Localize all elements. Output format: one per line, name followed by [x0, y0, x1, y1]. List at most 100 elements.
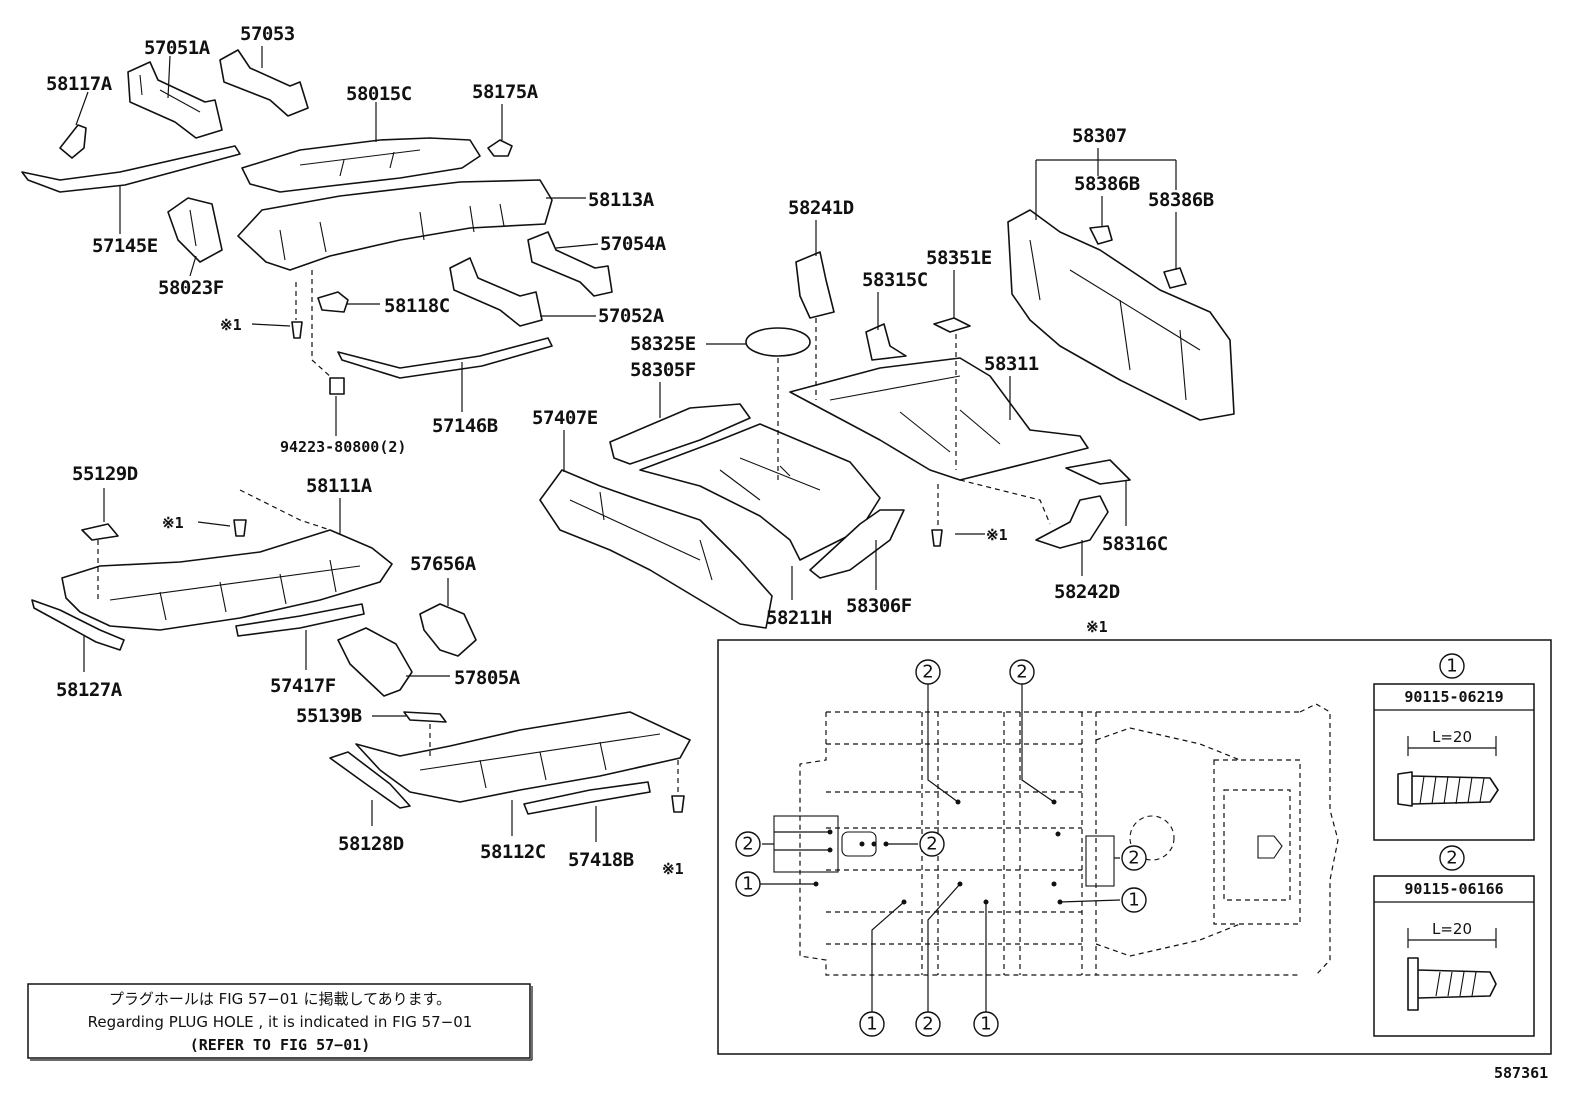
note-line-jp: プラグホールは FIG 57−01 に掲載してあります。: [109, 990, 451, 1008]
part-58316c: [1065, 459, 1131, 485]
svg-text:2: 2: [922, 662, 933, 683]
fastener-2-part-number: 90115-06166: [1404, 880, 1503, 898]
svg-text:2: 2: [922, 1014, 933, 1035]
inset-panel: 2 2 2 2 2 1 1 1 2 1 1 90115-06219 L=20 2: [717, 639, 1552, 1055]
part-58305f: [609, 403, 751, 465]
label-57054a: 57054A: [600, 233, 667, 255]
label-57052a: 57052A: [598, 305, 665, 327]
part-58241d: [795, 251, 835, 319]
part-58351e: [933, 317, 971, 333]
part-57052a: [449, 257, 543, 327]
part-57051a-detail: [139, 74, 201, 113]
asterisk-mark: ※1: [162, 514, 184, 532]
label-57407e: 57407E: [532, 407, 598, 429]
svg-text:1: 1: [980, 1014, 991, 1035]
label-58211h: 58211H: [766, 607, 832, 629]
fastener-1-part-number: 90115-06219: [1404, 688, 1503, 706]
inset-callout-leaders: [760, 684, 1121, 1012]
fastener-2-id: 2: [1446, 848, 1457, 869]
part-58117a: [59, 124, 87, 159]
part-58307: [1007, 209, 1235, 421]
part-58118c: [317, 291, 349, 313]
label-58117a: 58117A: [46, 73, 113, 95]
label-58128d: 58128D: [338, 833, 404, 855]
label-58386b-a: 58386B: [1074, 173, 1140, 195]
part-58111a: [61, 529, 393, 631]
label-58305f: 58305F: [630, 359, 696, 381]
label-55139b: 55139B: [296, 705, 362, 727]
label-58175a: 58175A: [472, 81, 539, 103]
label-94223-80800: 94223-80800(2): [280, 438, 406, 456]
part-58311: [789, 357, 1089, 481]
part-screw-c: [233, 519, 247, 537]
part-57418b: [523, 781, 651, 815]
label-58112c: 58112C: [480, 841, 546, 863]
inset-box-right: [1085, 835, 1115, 887]
part-58128d: [329, 751, 411, 809]
part-57053: [219, 49, 309, 117]
label-55129d: 55129D: [72, 463, 138, 485]
part-57407e-detail: [569, 491, 713, 581]
label-58242d: 58242D: [1054, 581, 1120, 603]
label-58325e: 58325E: [630, 333, 696, 355]
svg-text:2: 2: [1016, 662, 1027, 683]
fastener-2: 2 90115-06166 L=20: [1373, 845, 1535, 1037]
label-58111a: 58111A: [306, 475, 373, 497]
part-58113a-detail: [279, 203, 505, 261]
asterisk-mark: ※1: [662, 860, 684, 878]
part-screw-a: [291, 321, 303, 339]
part-57417f: [235, 603, 365, 637]
label-57418b: 57418B: [568, 849, 634, 871]
label-57656a: 57656A: [410, 553, 477, 575]
label-57417f: 57417F: [270, 675, 336, 697]
part-57146b: [337, 337, 553, 379]
label-58311: 58311: [984, 353, 1039, 375]
asterisk-marks: ※1 ※1 ※1 ※1 ※1: [162, 316, 1108, 878]
part-58242d: [1035, 495, 1109, 549]
part-58015c: [241, 137, 481, 193]
part-58112c-detail: [419, 733, 661, 789]
label-57051a: 57051A: [144, 37, 211, 59]
asterisk-mark: ※1: [986, 526, 1008, 544]
label-58241d: 58241D: [788, 197, 854, 219]
part-58386b-b: [1163, 267, 1187, 289]
part-58315c: [865, 323, 907, 361]
part-57805a: [337, 627, 413, 697]
part-58307-detail: [1029, 239, 1201, 401]
label-58316c: 58316C: [1102, 533, 1168, 555]
part-55129d: [81, 523, 119, 541]
part-58015c-detail: [299, 149, 421, 177]
label-58015c: 58015C: [346, 83, 412, 105]
part-screw-b: [931, 529, 943, 547]
part-57051a: [127, 61, 223, 139]
fastener-1-length: L=20: [1432, 728, 1472, 746]
label-58127a: 58127A: [56, 679, 123, 701]
part-58112c: [355, 711, 691, 803]
label-58113a: 58113A: [588, 189, 655, 211]
label-58307: 58307: [1072, 125, 1127, 147]
part-58023f: [167, 197, 223, 263]
part-58306f: [809, 509, 905, 579]
part-57656a: [419, 603, 477, 657]
asterisk-mark: ※1: [1086, 618, 1108, 636]
label-58023f: 58023F: [158, 277, 224, 299]
note-line-en: Regarding PLUG HOLE , it is indicated in…: [88, 1013, 473, 1031]
note-line-ref: (REFER TO FIG 57−01): [190, 1036, 371, 1054]
part-57407e: [539, 469, 773, 629]
part-55139b: [403, 711, 447, 723]
assembly-lines: [97, 270, 1051, 794]
part-58127a: [31, 599, 125, 651]
part-shapes: [21, 49, 1235, 815]
part-58175a: [487, 139, 513, 157]
svg-text:1: 1: [1128, 890, 1139, 911]
asterisk-mark: ※1: [220, 316, 242, 334]
part-screw-d: [671, 795, 685, 813]
part-58211h-detail: [719, 457, 821, 501]
svg-text:1: 1: [742, 874, 753, 895]
screw-2-icon: [1407, 957, 1497, 1011]
svg-text:1: 1: [866, 1014, 877, 1035]
part-58113a: [237, 179, 553, 271]
leader-lines: [75, 46, 1177, 842]
label-58118c: 58118C: [384, 295, 450, 317]
note-box: プラグホールは FIG 57−01 に掲載してあります。 Regarding P…: [27, 983, 533, 1061]
